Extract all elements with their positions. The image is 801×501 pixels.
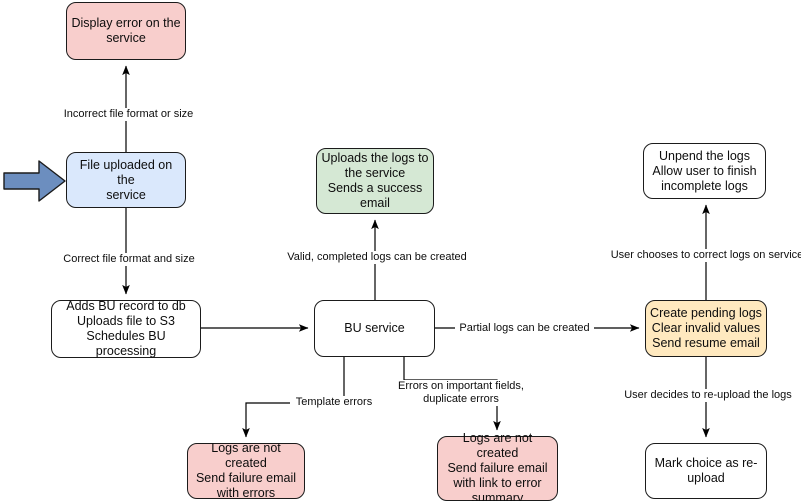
node-create-pending-logs-label: Create pending logs Clear invalid values… [650, 306, 762, 350]
node-unpend-logs-label: Unpend the logs Allow user to finish inc… [652, 148, 757, 193]
node-file-uploaded-label: File uploaded on the service [79, 157, 173, 202]
node-uploads-logs-label: Uploads the logs to the service Sends a … [321, 151, 429, 210]
node-create-pending-logs[interactable]: Create pending logs Clear invalid values… [645, 300, 767, 357]
node-file-uploaded[interactable]: File uploaded on the service [66, 152, 186, 208]
edge-label-partial-logs: Partial logs can be created [455, 322, 594, 335]
node-logs-not-created-errors-label: Logs are not created Send failure email … [195, 441, 297, 500]
node-unpend-logs[interactable]: Unpend the logs Allow user to finish inc… [643, 143, 766, 199]
node-uploads-logs[interactable]: Uploads the logs to the service Sends a … [316, 148, 434, 214]
node-mark-choice-label: Mark choice as re- upload [654, 456, 758, 485]
node-logs-not-created-link-label: Logs are not created Send failure email … [447, 431, 548, 501]
node-display-error[interactable]: Display error on the service [66, 2, 186, 60]
edge-label-errors-important: Errors on important fields, duplicate er… [391, 380, 531, 406]
node-logs-not-created-link[interactable]: Logs are not created Send failure email … [437, 431, 558, 501]
edge-label-template-errors: Template errors [290, 396, 378, 409]
node-display-error-label: Display error on the service [71, 16, 181, 45]
node-adds-bu-record-label: Adds BU record to db Uploads file to S3 … [66, 299, 186, 358]
node-mark-choice[interactable]: Mark choice as re- upload [645, 443, 767, 499]
edge-label-incorrect-format: Incorrect file format or size [55, 108, 202, 121]
entry-arrow-icon [3, 160, 66, 202]
node-bu-service-label: BU service [344, 321, 405, 335]
edge-label-valid-logs: Valid, completed logs can be created [280, 251, 474, 264]
node-adds-bu-record[interactable]: Adds BU record to db Uploads file to S3 … [51, 299, 201, 358]
edge-label-user-corrects: User chooses to correct logs on service [608, 249, 801, 262]
edge-label-correct-format: Correct file format and size [57, 253, 201, 266]
node-bu-service[interactable]: BU service [314, 300, 435, 357]
edge-label-user-reupload: User decides to re-upload the logs [617, 389, 799, 402]
node-logs-not-created-errors[interactable]: Logs are not created Send failure email … [187, 441, 305, 500]
